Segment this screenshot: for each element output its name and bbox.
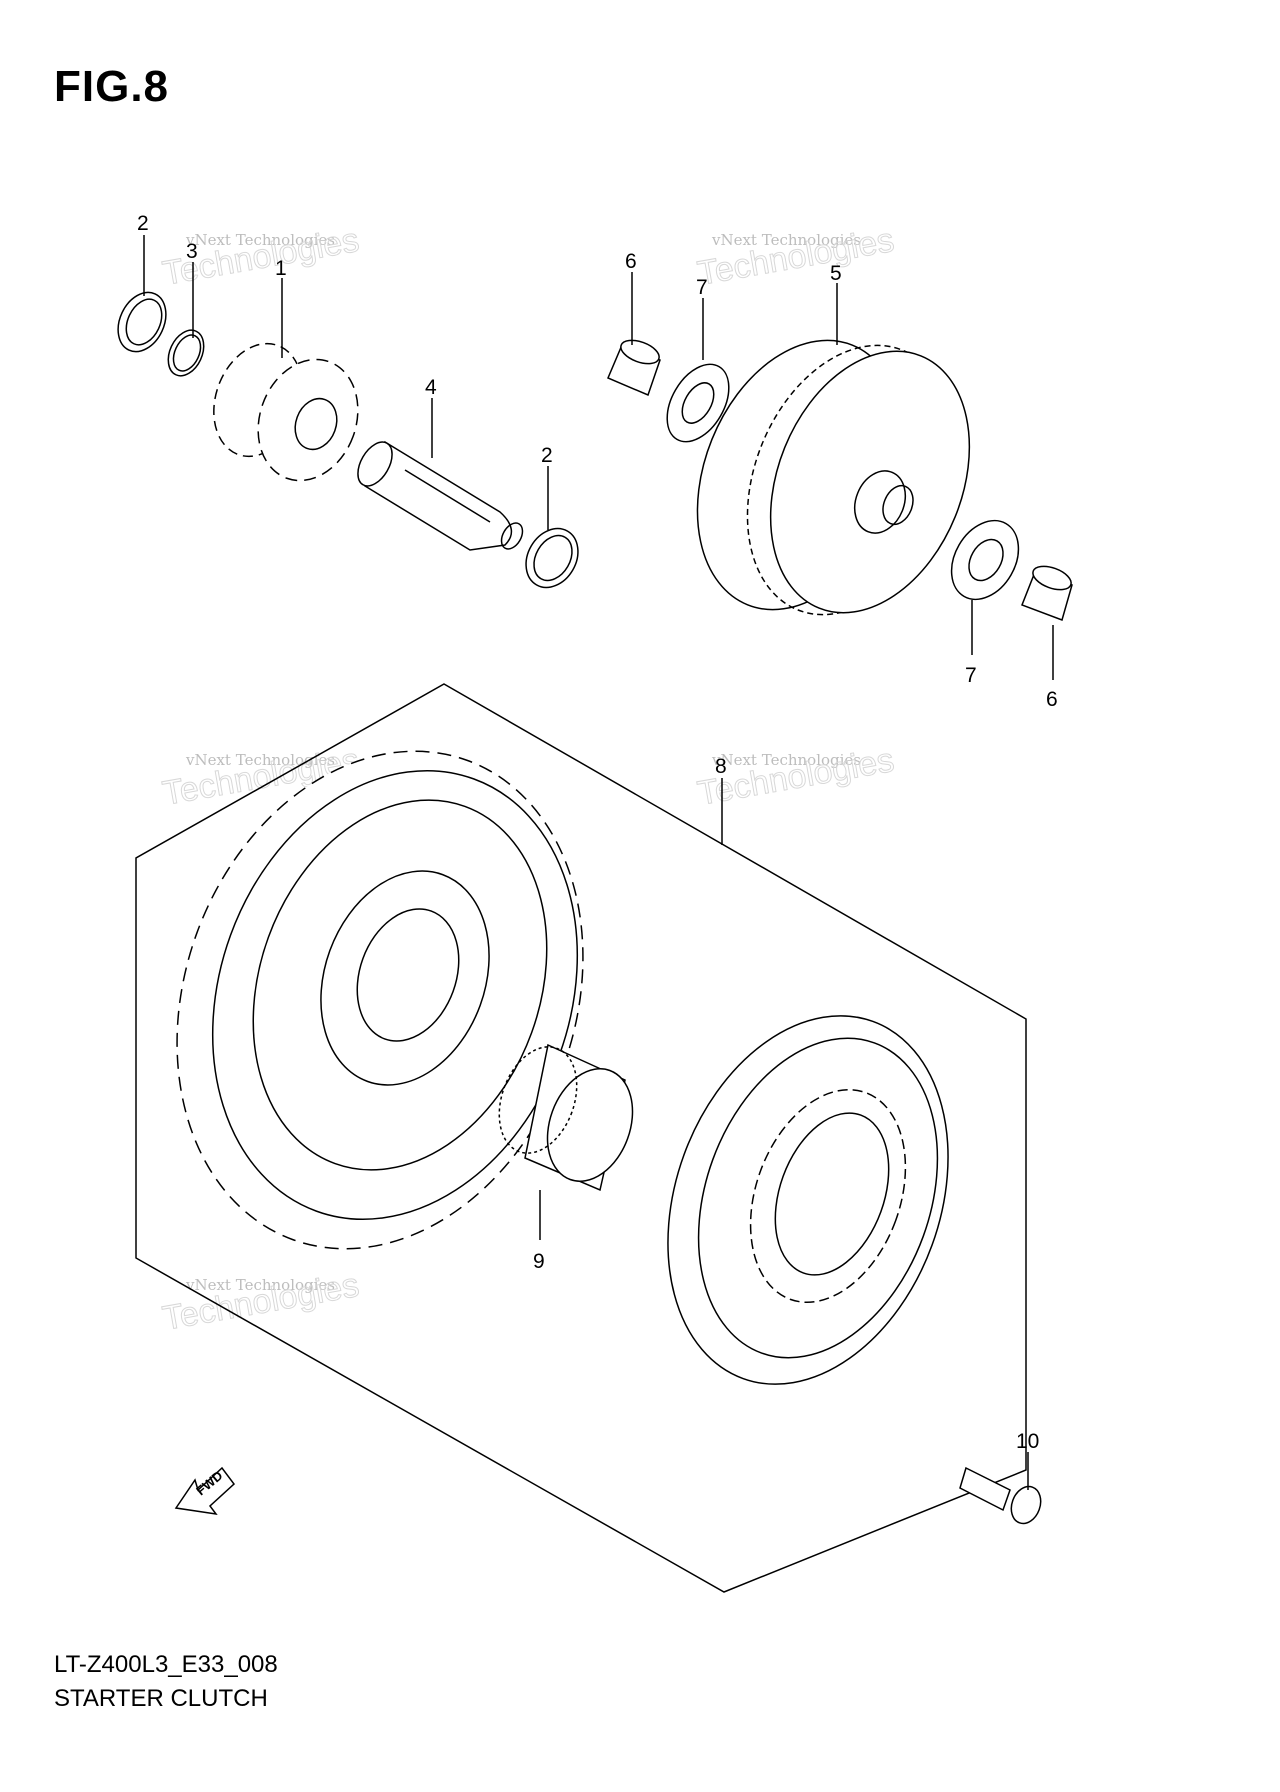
fwd-arrow-icon: FWD [174, 1466, 236, 1516]
watermark-text: vNext Technologies [711, 751, 861, 769]
callout-7: 7 [696, 276, 708, 299]
part-3-circlip [167, 329, 205, 377]
part-4-shaft [357, 440, 524, 551]
callout-10: 10 [1016, 1430, 1039, 1453]
part-5-driven-gear [696, 339, 971, 616]
one-way-clutch [667, 1015, 949, 1385]
part-1-idle-gear [213, 342, 359, 482]
part-7-washer [666, 363, 730, 443]
part-6-bushing [607, 339, 661, 397]
callout-8: 8 [715, 755, 727, 778]
callout-3: 3 [186, 240, 198, 263]
callout-labels: 2 3 1 4 2 6 7 5 7 6 8 9 10 [137, 212, 1058, 1453]
callout-1: 1 [275, 257, 287, 280]
part-7-washer [950, 519, 1020, 601]
callout-2: 2 [541, 444, 553, 467]
part-10-bolt [959, 1466, 1042, 1525]
callout-5: 5 [830, 262, 842, 285]
callout-6: 6 [625, 250, 637, 273]
figure-title: FIG.8 [54, 62, 170, 111]
callout-2: 2 [137, 212, 149, 235]
callout-4: 4 [425, 376, 437, 399]
part-6-bushing [1021, 565, 1073, 621]
callout-6: 6 [1046, 688, 1058, 711]
part-9-needle-bearing [498, 1043, 634, 1192]
part-8-assembly-outline [135, 683, 1027, 1593]
diagram-footer: LT-Z400L3_E33_008 STARTER CLUTCH [54, 1648, 278, 1716]
diagram-caption: STARTER CLUTCH [54, 1685, 268, 1712]
watermark-text: vNext Technologies [185, 751, 335, 769]
watermark-text: vNext Technologies [185, 231, 335, 249]
watermark-text: vNext Technologies [185, 1276, 335, 1294]
watermark-text: vNext Technologies [711, 231, 861, 249]
part-2-washer [117, 291, 167, 353]
starter-clutch-ring-gear [176, 750, 584, 1250]
leader-lines [143, 235, 1054, 1490]
diagram-code: LT-Z400L3_E33_008 [54, 1651, 278, 1678]
callout-9: 9 [533, 1250, 545, 1273]
part-2-washer [525, 527, 579, 589]
callout-7: 7 [965, 664, 977, 687]
